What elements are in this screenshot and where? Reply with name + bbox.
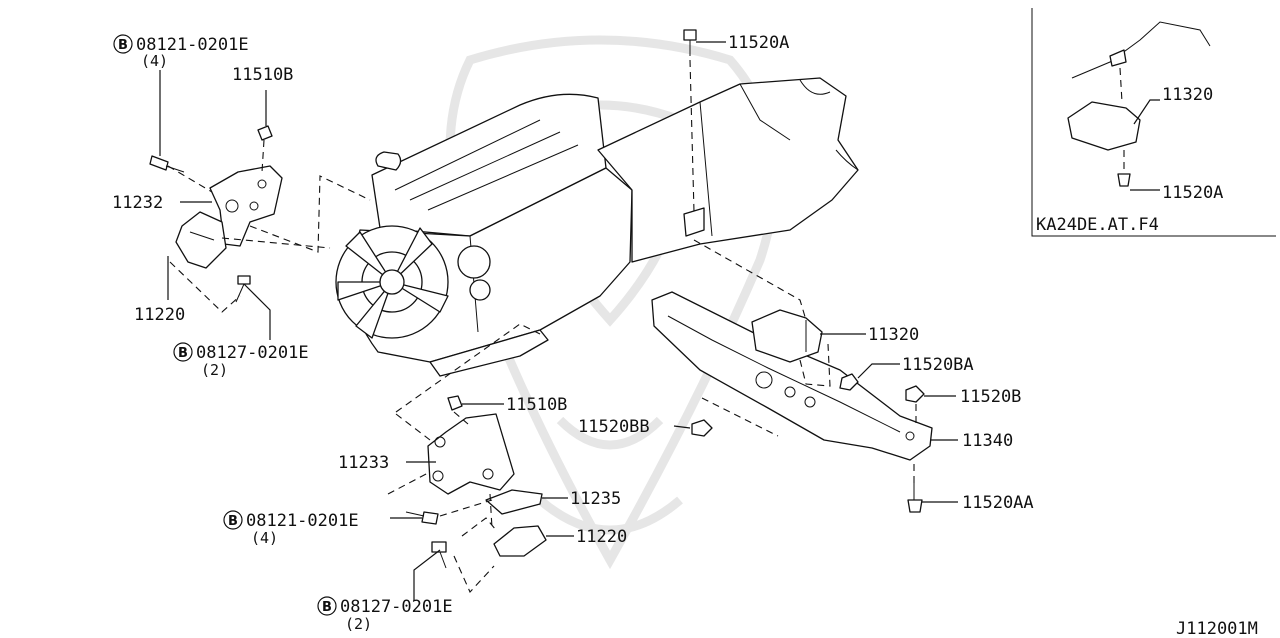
rear-insulator-11320 [751, 309, 823, 363]
callout-11520AA: 11520AA [962, 493, 1034, 513]
part-number: 08127-0201E [340, 597, 453, 617]
crossmember-11340 [651, 291, 933, 461]
quantity: (2) [201, 361, 228, 379]
bolt-11520A-top [683, 29, 697, 56]
callout-11520BA: 11520BA [902, 355, 974, 375]
heat-shield-11235 [485, 489, 543, 515]
callout-11235: 11235 [570, 489, 621, 509]
bolt-symbol-letter: B [322, 600, 332, 615]
part-number: 08121-0201E [246, 511, 359, 531]
bolt-11520AA [907, 482, 923, 513]
callout-b08121-top: B 08121-0201E (4) [113, 34, 249, 70]
nut-11510B-bottom [447, 395, 463, 411]
inset-label: KA24DE.AT.F4 [1036, 215, 1159, 235]
bolt-08121-bottom [405, 511, 439, 525]
bolt-08127-bottom [431, 541, 447, 569]
bolt-symbol-icon [113, 34, 133, 54]
callout-11340: 11340 [962, 431, 1013, 451]
callout-inset-11520A: 11520A [1162, 183, 1223, 203]
bolt-symbol-icon [317, 596, 337, 616]
quantity: (4) [141, 52, 168, 70]
callout-b08127-top: B 08127-0201E (2) [173, 342, 309, 379]
quantity: (4) [251, 529, 278, 547]
inset-frame [1031, 8, 1276, 237]
callout-11520A-top: 11520A [728, 33, 789, 53]
part-number: 08121-0201E [136, 35, 249, 55]
nut-11510B-top [257, 125, 273, 141]
nut-11520BB [691, 419, 713, 437]
bolt-symbol-letter: B [118, 38, 128, 53]
callout-b08121-bottom: B 08121-0201E (4) [223, 510, 359, 547]
callout-11520B: 11520B [960, 387, 1021, 407]
bolt-08127-top [235, 275, 251, 303]
quantity: (2) [345, 615, 372, 633]
inset-illustration [1067, 21, 1211, 187]
leader-lines [159, 41, 1160, 600]
callout-11232: 11232 [112, 193, 163, 213]
nut-11520BA [839, 373, 859, 391]
callout-11320: 11320 [868, 325, 919, 345]
bolt-08121-top [149, 155, 185, 173]
callout-11510B-bottom: 11510B [506, 395, 567, 415]
callout-11520BB: 11520BB [578, 417, 650, 437]
part-number: 08127-0201E [196, 343, 309, 363]
diagram-code: J112001M [1176, 619, 1258, 638]
front-insulator-11220-bottom [493, 525, 547, 557]
nut-11520B [905, 385, 925, 403]
bolt-symbol-icon [223, 510, 243, 530]
engine-illustration [335, 77, 859, 377]
callout-11220-top: 11220 [134, 305, 185, 325]
front-insulator-11220-top [175, 211, 227, 269]
bolt-symbol-letter: B [228, 514, 238, 529]
bolt-symbol-letter: B [178, 346, 188, 361]
front-mount-bracket-11233 [427, 413, 515, 495]
callout-b08127-bottom: B 08127-0201E (2) [317, 596, 453, 633]
callout-inset-11320: 11320 [1162, 85, 1213, 105]
callout-11233: 11233 [338, 453, 389, 473]
callout-11510B-top: 11510B [232, 65, 293, 85]
bolt-symbol-icon [173, 342, 193, 362]
callout-11220-bottom: 11220 [576, 527, 627, 547]
